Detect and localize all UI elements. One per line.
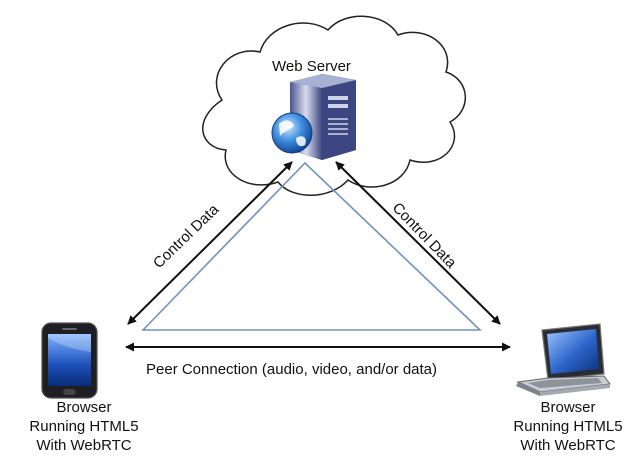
left-control-arrow[interactable] (127, 161, 293, 325)
right-client-line-1: Browser (540, 399, 596, 416)
left-client-line-3: With WebRTC (36, 437, 132, 454)
server-label: Web Server (272, 58, 351, 75)
right-client-caption: Browser Running HTML5 With WebRTC (500, 398, 636, 455)
left-client-caption: Browser Running HTML5 With WebRTC (14, 398, 154, 455)
left-client-line-1: Browser (56, 399, 112, 416)
phone-icon (41, 322, 98, 399)
right-control-arrow[interactable] (335, 161, 501, 325)
laptop-icon (516, 323, 611, 396)
right-client-line-3: With WebRTC (520, 437, 616, 454)
web-server-icon (271, 74, 356, 160)
left-client-line-2: Running HTML5 (29, 418, 139, 435)
peer-connection-label: Peer Connection (audio, video, and/or da… (146, 361, 438, 378)
right-client-line-2: Running HTML5 (513, 418, 623, 435)
